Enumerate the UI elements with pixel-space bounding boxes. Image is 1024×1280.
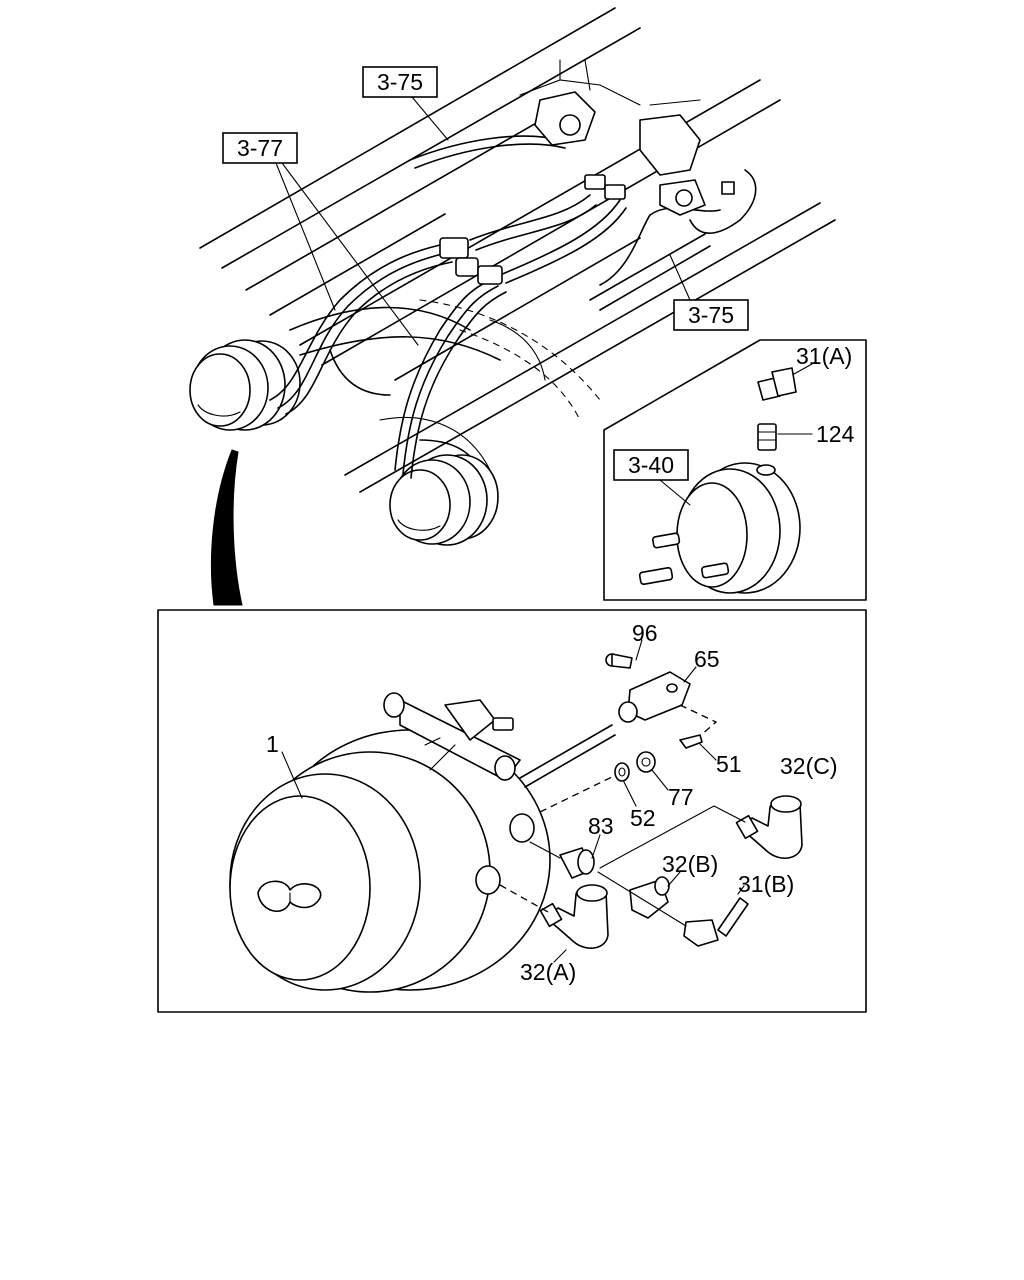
ref-3-75-top-label: 3-75	[377, 69, 423, 95]
brake-chamber-body[interactable]	[229, 692, 616, 993]
label-77: 77	[668, 784, 694, 810]
label-83: 83	[588, 813, 614, 839]
label-124: 124	[816, 421, 855, 447]
ref-3-77-label: 3-77	[237, 135, 283, 161]
part-65-clevis[interactable]: 65	[618, 646, 720, 723]
inset-panel: 31(A) 124 3-40	[603, 339, 867, 601]
label-96: 96	[632, 620, 658, 646]
label-51: 51	[716, 751, 742, 777]
ref-3-75-top[interactable]: 3-75	[362, 66, 449, 141]
left-brake-chamber	[189, 339, 301, 431]
ref-3-75-right-label: 3-75	[688, 302, 734, 328]
part-32b-tee[interactable]: 32(B)	[629, 851, 718, 919]
axle-assembly-illustration	[189, 7, 836, 606]
inset-fitting-31a[interactable]: 31(A)	[757, 343, 852, 401]
part-32c-elbow[interactable]: 32(C)	[599, 753, 838, 869]
part-83-fitting[interactable]: 83	[529, 813, 614, 879]
part-1-callout[interactable]: 1	[266, 731, 303, 799]
part-52-washer[interactable]: 52	[614, 762, 656, 831]
ref-3-40-label: 3-40	[628, 452, 674, 478]
frame-rails	[199, 7, 836, 493]
ref-3-75-right[interactable]: 3-75	[669, 254, 749, 331]
air-hoses	[269, 135, 757, 479]
detail-callout-arrow	[210, 449, 243, 606]
ref-3-77[interactable]: 3-77	[222, 132, 419, 346]
axle-housing	[289, 299, 601, 471]
inset-chamber	[638, 462, 801, 594]
label-32b: 32(B)	[662, 851, 718, 877]
part-96-pin[interactable]: 96	[605, 620, 658, 669]
detail-panel: 96 65 51 77 52	[157, 609, 867, 1013]
inset-fitting-124[interactable]: 124	[757, 421, 855, 451]
valve-cluster	[439, 59, 735, 285]
label-31a: 31(A)	[796, 343, 852, 369]
label-65: 65	[694, 646, 720, 672]
ref-3-40[interactable]: 3-40	[613, 449, 691, 506]
part-77-nut[interactable]: 77	[636, 751, 694, 810]
label-31b: 31(B)	[738, 871, 794, 897]
part-31b-elbow[interactable]: 31(B)	[683, 871, 794, 947]
right-brake-chamber	[389, 454, 499, 546]
label-1: 1	[266, 731, 279, 757]
label-52: 52	[630, 805, 656, 831]
part-51-cotter-pin[interactable]: 51	[679, 704, 742, 777]
label-32a: 32(A)	[520, 959, 576, 985]
part-32a-elbow[interactable]: 32(A)	[499, 884, 609, 985]
label-32c: 32(C)	[780, 753, 838, 779]
